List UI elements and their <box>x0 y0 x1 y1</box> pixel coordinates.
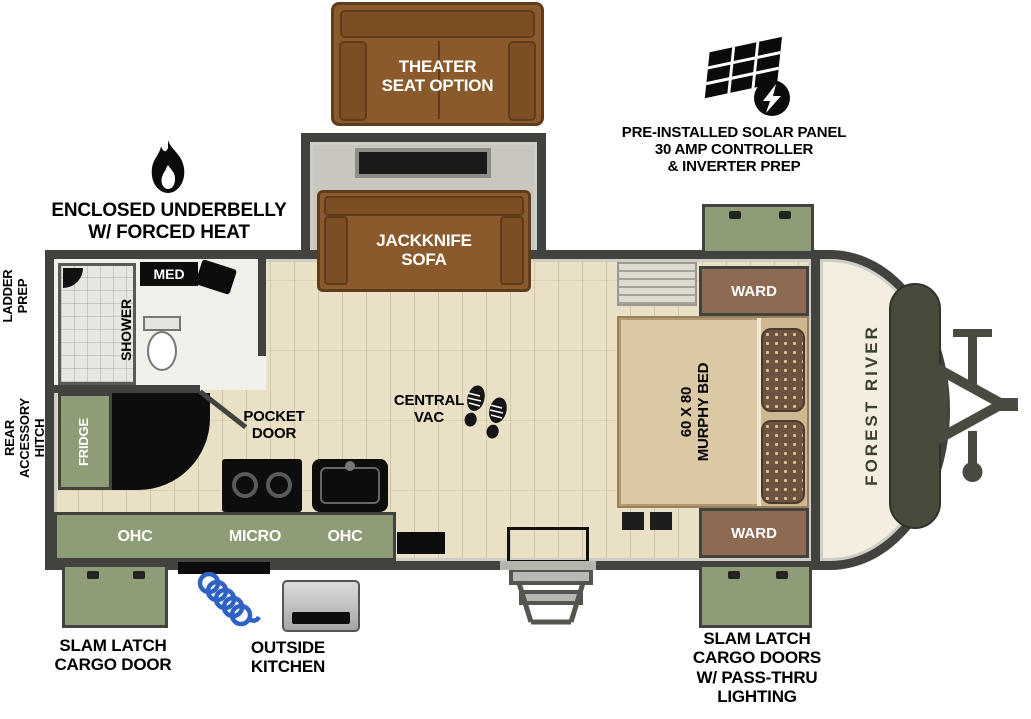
ohc-left-label: OHC <box>117 528 153 545</box>
pillow <box>761 420 805 504</box>
bathroom-wall-bottom <box>54 385 200 393</box>
latch-icon <box>133 571 145 579</box>
burner-icon <box>266 472 292 498</box>
bed-fold-line <box>757 318 761 506</box>
ward-bottom: WARD <box>699 508 809 558</box>
entry-step-icon <box>509 568 593 625</box>
sofa-seat-divider <box>437 41 440 119</box>
jackknife-sofa: JACKKNIFE SOFA <box>317 190 531 292</box>
outside-kitchen-bracket <box>178 562 270 574</box>
ward-bottom-label: WARD <box>731 524 777 542</box>
latch-icon <box>779 211 791 219</box>
theater-seat-label: THEATER SEAT OPTION <box>381 57 494 96</box>
slam-latch-left-label: SLAM LATCH CARGO DOOR <box>54 636 172 675</box>
kitchen-counter <box>54 512 396 561</box>
shower-head-icon <box>63 268 83 288</box>
slide-window <box>355 148 491 178</box>
ward-top: WARD <box>699 266 809 316</box>
pocket-door-label: POCKET DOOR <box>243 408 305 443</box>
sofa-arm-right <box>500 216 524 285</box>
latch-icon <box>729 211 741 219</box>
sofa-back-cushion <box>340 10 535 38</box>
sofa-arm-left <box>324 216 348 285</box>
sink-basin <box>320 467 380 504</box>
slam-latch-right-label: SLAM LATCH CARGO DOORS W/ PASS-THRU LIGH… <box>692 629 822 707</box>
murphy-bed-label: 60 X 80 MURPHY BED <box>678 362 713 462</box>
micro-label: MICRO <box>228 528 282 545</box>
sink <box>312 459 388 512</box>
front-cap <box>811 250 950 570</box>
cargo-door-bottom-left <box>62 564 168 628</box>
bathroom-wall-right <box>258 259 266 356</box>
entry-door-opening <box>500 561 596 570</box>
murphy-bed-mattress <box>619 318 759 506</box>
tongue-hitch-icon <box>938 329 1018 482</box>
griddle-front-panel <box>292 612 350 624</box>
pass-thru-cargo-door-top <box>702 204 814 254</box>
ladder-prep-label: LADDER PREP <box>0 269 30 323</box>
fridge <box>58 393 112 490</box>
toilet-bowl <box>147 331 177 371</box>
pillow <box>761 328 805 412</box>
cooktop <box>222 459 302 512</box>
burner-icon <box>232 472 258 498</box>
central-vac-label: CENTRAL VAC <box>393 392 465 427</box>
speaker <box>650 512 672 530</box>
vent <box>617 262 697 306</box>
rear-accessory-hitch-label: REAR ACCESSORY HITCH <box>2 397 47 479</box>
front-cap-window <box>889 283 941 529</box>
med-label: MED <box>153 266 185 282</box>
sofa-back-cushion <box>324 196 524 216</box>
latch-icon <box>87 571 99 579</box>
entry-mat <box>507 527 589 563</box>
cargo-door-bottom-right <box>699 564 812 628</box>
latch-icon <box>776 571 788 579</box>
outside-kitchen-label: OUTSIDE KITCHEN <box>250 638 326 677</box>
speaker <box>622 512 644 530</box>
jackknife-sofa-label: JACKKNIFE SOFA <box>376 231 472 270</box>
med-cabinet: MED <box>140 262 198 286</box>
latch-icon <box>728 571 740 579</box>
fridge-label: FRIDGE <box>76 418 91 466</box>
toilet-tank <box>143 316 181 331</box>
ward-top-label: WARD <box>731 282 777 300</box>
solar-panel-icon <box>704 36 790 116</box>
footprints-icon <box>464 385 507 439</box>
sofa-arm-left <box>339 41 367 121</box>
underbelly-label: ENCLOSED UNDERBELLY W/ FORCED HEAT <box>51 200 287 243</box>
faucet-icon <box>345 461 355 471</box>
forest-river-wordmark: FOREST RIVER <box>862 324 881 486</box>
solar-note-label: PRE-INSTALLED SOLAR PANEL 30 AMP CONTROL… <box>621 124 847 176</box>
shower-stall <box>58 263 136 385</box>
ohc-right-label: OHC <box>327 528 363 545</box>
outside-griddle <box>282 580 360 632</box>
flame-icon <box>151 140 185 193</box>
shower-label: SHOWER <box>118 299 134 361</box>
furnace <box>397 532 445 554</box>
sofa-arm-right <box>508 41 536 121</box>
theater-seat-sofa: THEATER SEAT OPTION <box>331 2 544 126</box>
hose-coil-icon <box>197 572 262 627</box>
